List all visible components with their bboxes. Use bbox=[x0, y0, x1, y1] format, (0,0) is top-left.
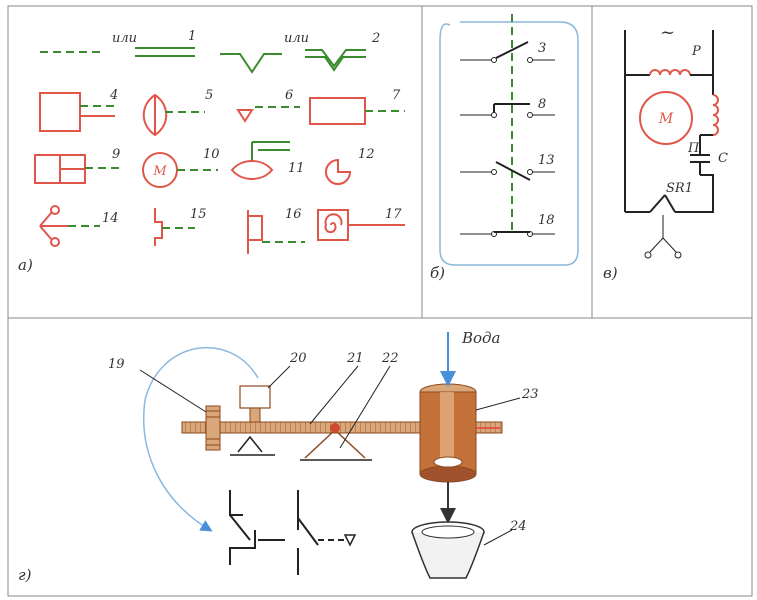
label-3: 3 bbox=[538, 41, 546, 56]
coil-p bbox=[649, 69, 691, 76]
label-2: 2 bbox=[371, 31, 380, 46]
pivot bbox=[330, 423, 340, 433]
label-1: 1 bbox=[188, 29, 196, 44]
panel-g: Вода 19 20 21 22 23 24 г) bbox=[18, 329, 539, 584]
symbol-11-pressure-element: 11 bbox=[230, 141, 305, 180]
label-23: 23 bbox=[521, 387, 539, 402]
label-10: 10 bbox=[203, 147, 220, 162]
panel-v-tag: в) bbox=[603, 264, 618, 282]
label-5: 5 bbox=[205, 88, 213, 103]
symbol-16-push-contact: 16 bbox=[247, 207, 305, 254]
feedback-arrow bbox=[143, 346, 259, 532]
contact-8-normally-closed: 8 bbox=[460, 97, 555, 118]
coil-winding bbox=[712, 94, 719, 136]
label-9: 9 bbox=[112, 147, 120, 162]
label-ili-2: или bbox=[284, 31, 309, 46]
motor-label-v: М bbox=[658, 111, 674, 127]
contact-3-normally-open: 3 bbox=[460, 41, 555, 63]
label-17: 17 bbox=[385, 207, 402, 222]
label-8: 8 bbox=[538, 97, 546, 112]
contact-diagram bbox=[229, 490, 357, 575]
panel-g-frame bbox=[7, 317, 753, 597]
symbol-1-mechanical-link: или 1 bbox=[40, 29, 196, 57]
label-ili-1: или bbox=[112, 31, 137, 46]
symbol-12-cam: 12 bbox=[325, 147, 375, 185]
symbol-6-float: 6 bbox=[236, 88, 300, 123]
symbol-9-two-coil-relay: 9 bbox=[34, 147, 120, 184]
label-22: 22 bbox=[381, 351, 399, 366]
label-16: 16 bbox=[285, 207, 302, 222]
ac-symbol: ~ bbox=[660, 22, 675, 43]
label-19: 19 bbox=[108, 357, 125, 372]
symbol-17-clock-mechanism: 17 bbox=[317, 207, 405, 241]
water-label: Вода bbox=[461, 329, 501, 347]
label-13: 13 bbox=[538, 153, 555, 168]
rack-shaft-21 bbox=[181, 421, 503, 434]
panel-a-tag: а) bbox=[18, 256, 33, 274]
motor-v bbox=[639, 91, 693, 145]
support-22 bbox=[304, 428, 366, 459]
symbol-15-pushbutton: 15 bbox=[154, 207, 207, 246]
motor-20 bbox=[239, 385, 271, 409]
symbol-14-manual-actuator: 14 bbox=[39, 205, 119, 247]
label-4: 4 bbox=[109, 88, 118, 103]
label-12: 12 bbox=[358, 147, 375, 162]
label-14: 14 bbox=[102, 211, 119, 226]
contact-13-switch: 13 bbox=[460, 153, 555, 181]
blue-outline bbox=[439, 21, 579, 266]
label-18: 18 bbox=[538, 213, 555, 228]
label-7: 7 bbox=[392, 88, 401, 103]
label-24: 24 bbox=[509, 519, 527, 534]
support-left bbox=[237, 435, 263, 453]
contact-18-closed: 18 bbox=[460, 213, 555, 237]
label-11: 11 bbox=[288, 161, 305, 176]
panel-a: или 1 или 2 4 5 6 bbox=[18, 29, 405, 274]
symbol-4-electromagnet: 4 bbox=[39, 88, 118, 132]
contact-p-label: П bbox=[687, 141, 700, 156]
symbol-5-thermal-element: 5 bbox=[142, 88, 213, 137]
symbol-10-motor: М 10 bbox=[142, 147, 220, 188]
coil-p-label: Р bbox=[691, 44, 701, 59]
switch-sr1-blade bbox=[649, 194, 666, 213]
panel-g-tag: г) bbox=[18, 566, 32, 584]
panel-b: 3 8 13 18 б) bbox=[430, 14, 579, 282]
panel-b-tag: б) bbox=[430, 264, 445, 282]
label-20: 20 bbox=[289, 351, 307, 366]
panel-v: ~ Р М П С SR1 в) bbox=[603, 22, 728, 282]
label-15: 15 bbox=[190, 207, 207, 222]
gear-19 bbox=[205, 405, 221, 451]
switch-sr1-label: SR1 bbox=[666, 181, 693, 196]
motor-label-a: М bbox=[152, 164, 167, 179]
label-21: 21 bbox=[346, 351, 364, 366]
capacitor-label: С bbox=[718, 151, 728, 166]
symbol-2-delayed-link: или 2 bbox=[220, 31, 380, 74]
symbol-7-heater: 7 bbox=[309, 88, 405, 125]
label-6: 6 bbox=[285, 88, 293, 103]
